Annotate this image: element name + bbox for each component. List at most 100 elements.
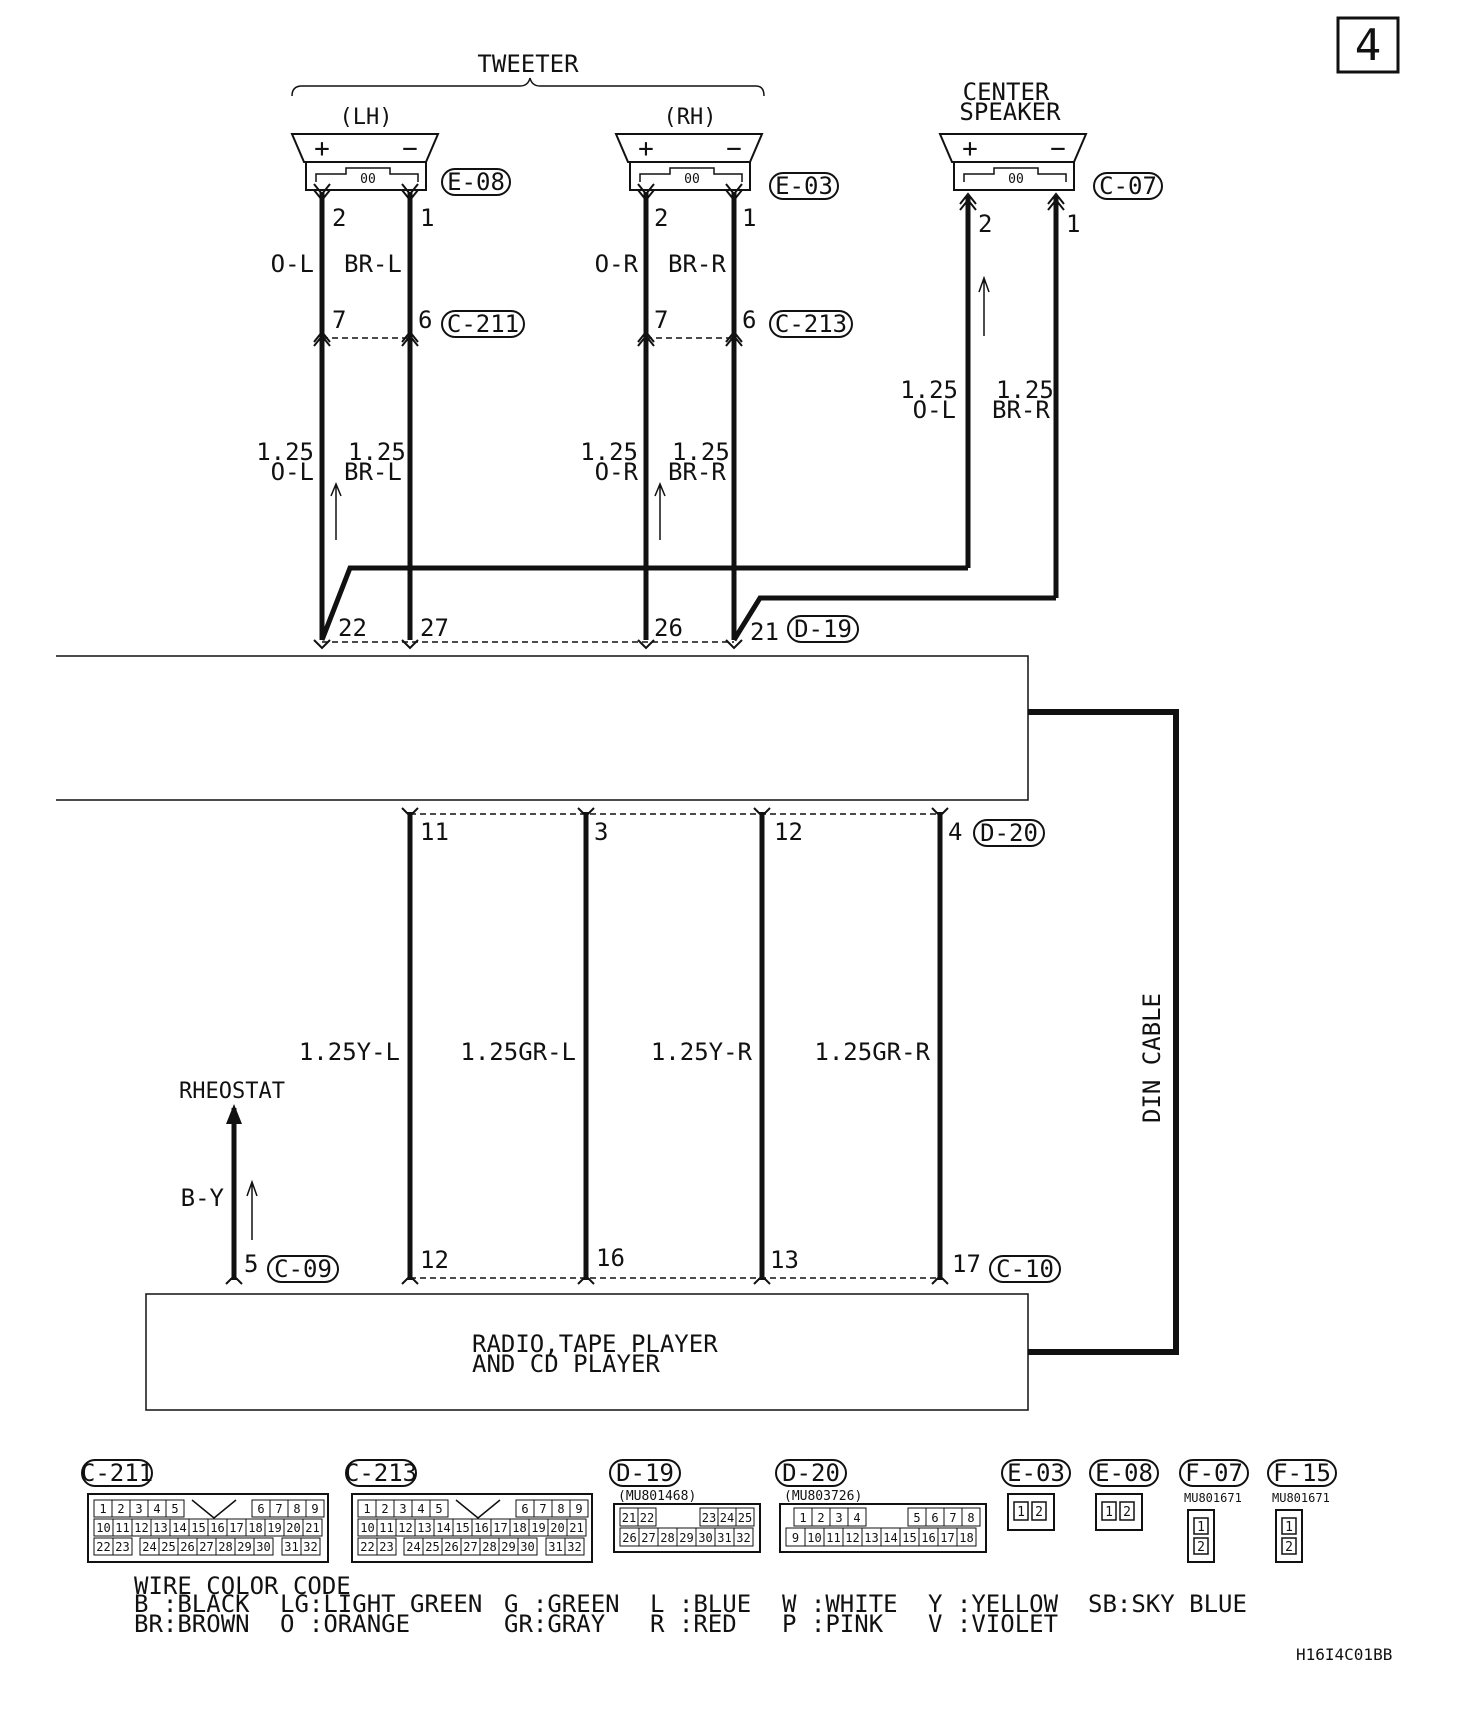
- pin-label: 21: [750, 618, 779, 646]
- plus-sign: +: [962, 134, 978, 164]
- connector-e03-view: E-03 1 2: [1001, 1459, 1071, 1531]
- pin-number: 12: [134, 1521, 148, 1535]
- pin-number: 32: [567, 1540, 581, 1554]
- svg-text:W :WHITE: W :WHITE: [782, 1590, 898, 1618]
- pin-cell: [165, 1499, 185, 1518]
- pin-number: 7: [949, 1511, 956, 1525]
- pin-number: 22: [640, 1511, 654, 1525]
- rheostat-label: RHEOSTAT: [179, 1079, 285, 1104]
- svg-text:D-19: D-19: [794, 615, 852, 643]
- plus-sign: +: [638, 134, 654, 164]
- pin-number: 21: [622, 1511, 636, 1525]
- pin-number: 22: [360, 1540, 374, 1554]
- pin-label: 27: [420, 614, 449, 642]
- svg-text:2: 2: [1285, 1540, 1293, 1555]
- pin-number: 25: [425, 1540, 439, 1554]
- connector-f07-view: F-07 MU801671 1 2: [1179, 1459, 1249, 1563]
- pin-number: 2: [381, 1502, 388, 1516]
- svg-text:R :RED: R :RED: [650, 1610, 737, 1638]
- pin-number: 27: [641, 1531, 655, 1545]
- wire-label: BR-L: [344, 250, 402, 278]
- page-number: 4: [1355, 20, 1382, 71]
- svg-text:D-20: D-20: [782, 1459, 840, 1487]
- svg-text:C-211: C-211: [81, 1459, 153, 1487]
- din-cable: [1028, 709, 1179, 1355]
- pin-cell: [253, 1537, 274, 1556]
- pin-number: 15: [191, 1521, 205, 1535]
- wire-label: BR-R: [668, 458, 726, 486]
- wire-color-legend: WIRE COLOR CODE B :BLACK BR:BROWN LG:LIG…: [134, 1572, 1247, 1638]
- pin-label: 16: [596, 1244, 625, 1272]
- pin-number: 10: [96, 1521, 110, 1535]
- svg-text:B :BLACK: B :BLACK: [134, 1590, 250, 1618]
- pin-cell: [305, 1499, 325, 1518]
- pin-number: 1: [99, 1502, 106, 1516]
- pin-number: 13: [417, 1521, 431, 1535]
- pin-number: 29: [501, 1540, 515, 1554]
- pin-number: 24: [406, 1540, 420, 1554]
- pin-number: 4: [853, 1511, 860, 1525]
- pin-number: 28: [218, 1540, 232, 1554]
- radio-label-1: RADIO,TAPE PLAYER: [472, 1330, 718, 1358]
- pin-cell: [569, 1499, 589, 1518]
- wire-label: 1.25GR-R: [814, 1038, 930, 1066]
- connector-c10: C-10: [989, 1255, 1061, 1283]
- center-speaker: 00 + −: [938, 133, 1088, 191]
- connector-d19: D-19: [787, 615, 859, 643]
- minus-sign: −: [402, 134, 418, 164]
- pin-cell: [112, 1537, 133, 1556]
- pin-number: 31: [717, 1531, 731, 1545]
- pin-number: 21: [305, 1521, 319, 1535]
- pin-number: 21: [569, 1521, 583, 1535]
- pin-number: 19: [267, 1521, 281, 1535]
- pin-label: 2: [978, 210, 992, 238]
- pin-number: 26: [444, 1540, 458, 1554]
- pin-number: 18: [959, 1531, 973, 1545]
- svg-text:1: 1: [1105, 1505, 1113, 1520]
- pin-label: 6: [742, 306, 756, 334]
- svg-text:MU801671: MU801671: [1184, 1491, 1242, 1505]
- wire-label: O-L: [271, 250, 314, 278]
- pin-number: 26: [180, 1540, 194, 1554]
- svg-text:C-213: C-213: [775, 310, 847, 338]
- wire-label: B-Y: [181, 1184, 225, 1212]
- pin-label: 1: [420, 204, 434, 232]
- pin-number: 16: [921, 1531, 935, 1545]
- svg-text:Y :YELLOW: Y :YELLOW: [928, 1590, 1059, 1618]
- pin-label: 5: [244, 1250, 258, 1278]
- lh-label: (LH): [340, 105, 393, 130]
- svg-text:G :GREEN: G :GREEN: [504, 1590, 620, 1618]
- pin-label: 7: [332, 306, 346, 334]
- svg-text:V :VIOLET: V :VIOLET: [928, 1610, 1058, 1638]
- svg-text:1: 1: [1017, 1505, 1025, 1520]
- svg-text:BR:BROWN: BR:BROWN: [134, 1610, 250, 1638]
- svg-text:E-08: E-08: [447, 168, 505, 196]
- pin-number: 5: [435, 1502, 442, 1516]
- wire-label: 1.25: [256, 438, 314, 466]
- pin-label: 4: [948, 818, 962, 846]
- wire-label: BR-R: [668, 250, 726, 278]
- pin-number: 13: [864, 1531, 878, 1545]
- connector-c211: C-211: [441, 310, 525, 338]
- pin-number: 3: [399, 1502, 406, 1516]
- pin-number: 5: [171, 1502, 178, 1516]
- svg-text:F-15: F-15: [1273, 1459, 1331, 1487]
- pin-number: 30: [256, 1540, 270, 1554]
- pin-label: 2: [654, 204, 668, 232]
- pin-label: 17: [952, 1250, 981, 1278]
- svg-text:2: 2: [1123, 1505, 1131, 1520]
- wire-label: BR-L: [344, 458, 402, 486]
- pin-number: 23: [115, 1540, 129, 1554]
- pin-cell: [566, 1518, 587, 1537]
- pin-number: 6: [257, 1502, 264, 1516]
- din-cable-label: DIN CABLE: [1138, 993, 1166, 1123]
- pin-number: 12: [398, 1521, 412, 1535]
- pin-number: 9: [792, 1531, 799, 1545]
- minus-sign: −: [726, 134, 742, 164]
- pin-number: 29: [679, 1531, 693, 1545]
- svg-text:C-10: C-10: [996, 1255, 1054, 1283]
- pin-number: 11: [379, 1521, 393, 1535]
